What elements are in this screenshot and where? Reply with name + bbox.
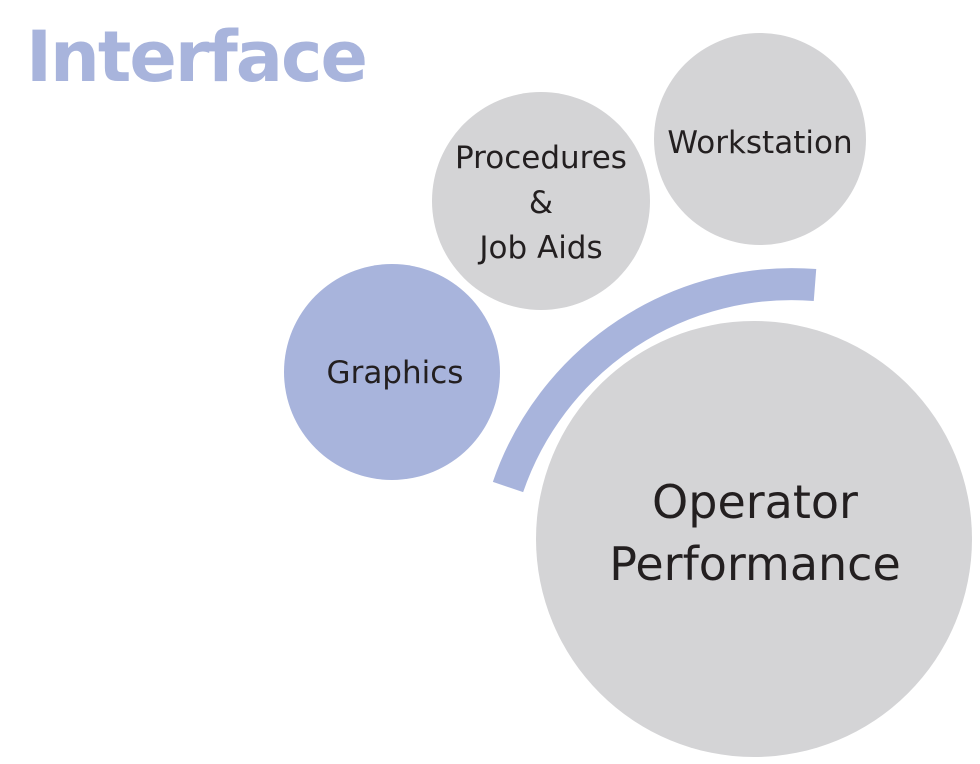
workstation-circle bbox=[654, 33, 866, 245]
diagram-title: Interface bbox=[26, 16, 368, 98]
operator-performance-circle bbox=[536, 321, 972, 757]
workstation-bubble: Workstation bbox=[654, 33, 866, 245]
graphics-circle bbox=[284, 264, 500, 480]
operator-performance-label-line-2: Performance bbox=[609, 537, 901, 591]
graphics-label: Graphics bbox=[327, 355, 464, 391]
operator-performance-bubble: Operator Performance bbox=[536, 321, 972, 757]
procedures-label-line-3: Job Aids bbox=[477, 230, 602, 266]
operator-performance-label-line-1: Operator bbox=[652, 475, 858, 529]
workstation-label: Workstation bbox=[667, 125, 852, 161]
procedures-label-line-1: Procedures bbox=[455, 140, 627, 176]
procedures-bubble: Procedures & Job Aids bbox=[432, 92, 650, 310]
procedures-label-line-2: & bbox=[529, 185, 553, 221]
connector-arc bbox=[492, 268, 817, 493]
procedures-circle bbox=[432, 92, 650, 310]
graphics-bubble: Graphics bbox=[284, 264, 500, 480]
